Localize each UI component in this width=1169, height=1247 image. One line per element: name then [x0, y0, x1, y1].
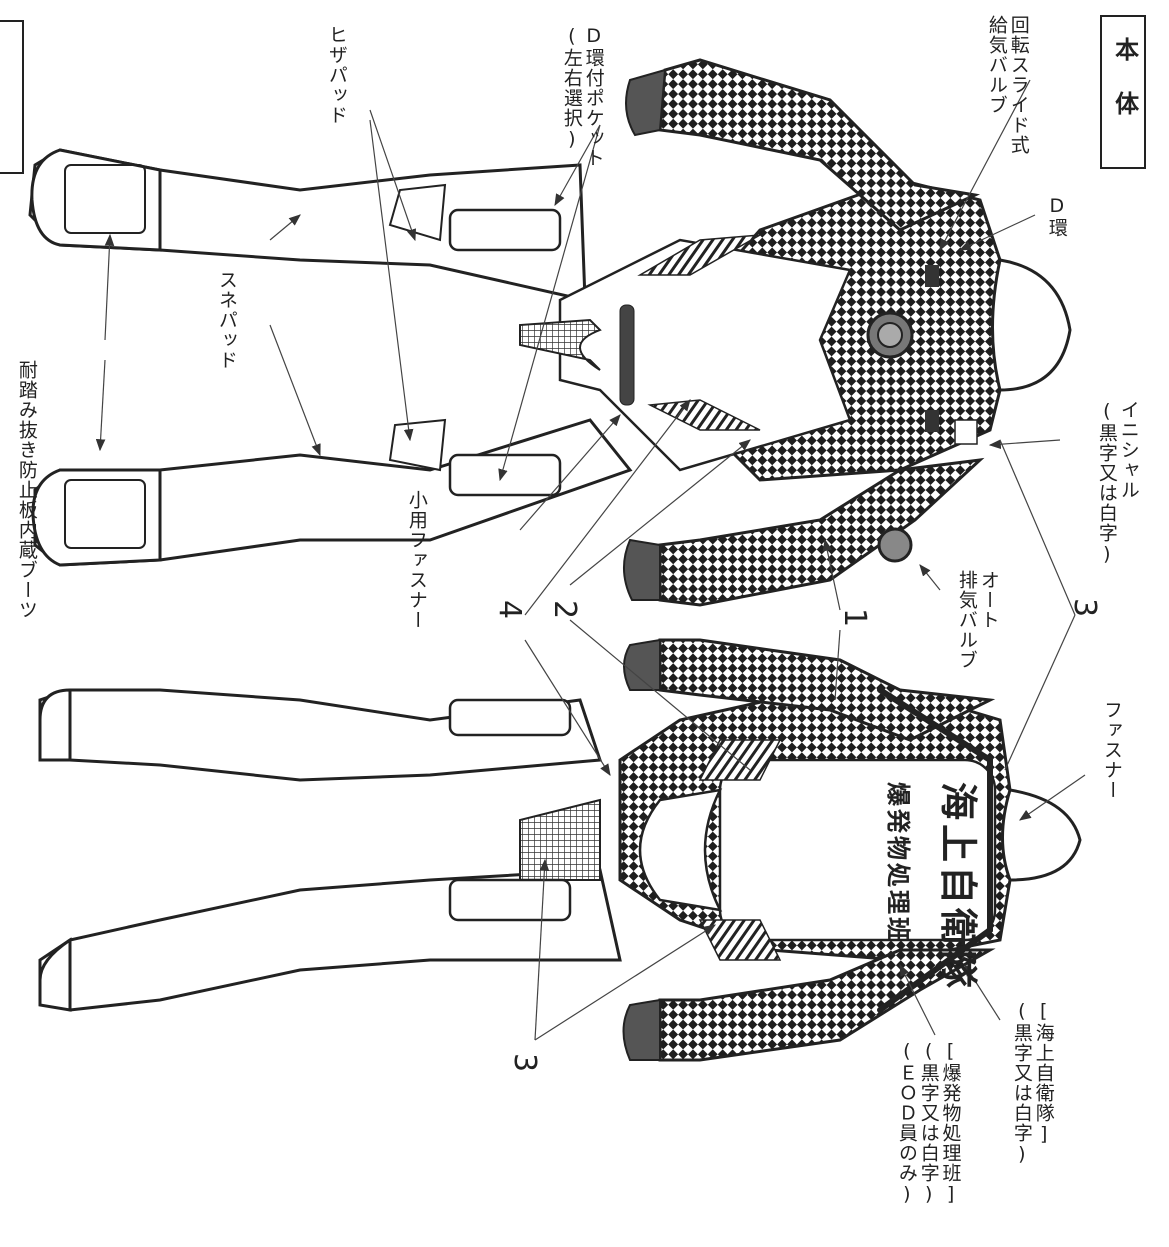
front-knee-pad-left — [388, 183, 447, 242]
auto-exhaust-label: オート 排気バルブ — [955, 570, 1000, 670]
d-ring-pocket-label: D環付ポケット (左右選択) — [560, 25, 605, 168]
front-pocket-left — [448, 208, 562, 252]
boot-label: 耐踏み抜き防止板内蔵ブーツ — [15, 360, 38, 620]
back-fastener — [877, 687, 993, 1013]
small-fastener-label: 小用ファスナー — [405, 490, 428, 630]
auto-exhaust-valve — [877, 527, 913, 563]
leader-lines — [95, 79, 1086, 1041]
front-knee-pad-right — [388, 418, 447, 472]
back-glove-left — [623, 638, 661, 691]
back-print-panel — [718, 758, 997, 942]
left-edge-box — [0, 20, 24, 174]
fastener-label: ファスナー — [1100, 700, 1123, 800]
page-title: 本 体 — [1110, 37, 1139, 116]
front-boot-right — [31, 468, 162, 567]
back-print-line2: 爆発物処理班 — [884, 782, 912, 944]
callout-1: 1 — [837, 607, 873, 628]
front-arm-right — [658, 457, 985, 607]
initial-label: イニシャル (黒字又は白字) — [1095, 400, 1140, 566]
jmsdf-label: [海上自衛隊] (黒字又は白字) — [1010, 1000, 1055, 1166]
callout-3-bottom: 3 — [507, 1052, 543, 1073]
d-ring-right — [925, 410, 939, 432]
callout-4: 4 — [492, 599, 528, 620]
callout-3-top: 3 — [1067, 597, 1103, 618]
d-ring-left — [925, 265, 939, 287]
front-neck-seal — [991, 258, 1072, 392]
front-boot-left — [30, 148, 162, 252]
back-neck-seal — [1001, 788, 1082, 882]
front-glove-left — [625, 68, 667, 137]
title-box: 本 体 — [1100, 15, 1146, 169]
rotary-valve-label: 回転スライド式 給気バルブ — [985, 15, 1030, 155]
callout-2: 2 — [547, 599, 583, 620]
front-arm-left — [658, 58, 981, 232]
back-print-line1: 海上自衛隊 — [936, 782, 980, 992]
front-suit — [28, 58, 1072, 607]
shin-pad-label: スネパッド — [215, 270, 238, 370]
front-glove-right — [622, 538, 661, 601]
knee-pad-label: ヒザパッド — [325, 25, 348, 125]
back-glove-right — [622, 998, 661, 1061]
d-ring-label: D環 — [1045, 195, 1068, 238]
back-boot-right — [38, 937, 72, 1012]
initial-patch — [954, 419, 978, 445]
small-fastener — [619, 304, 635, 406]
eod-label: [爆発物処理班] (黒字又は白字) (ＥＯＤ員のみ) — [895, 1040, 962, 1206]
front-leg-left — [28, 148, 587, 302]
back-suit — [38, 638, 1082, 1062]
back-boot-left — [38, 688, 72, 762]
back-print-text: 海上自衛隊 爆発物処理班 — [884, 782, 980, 992]
